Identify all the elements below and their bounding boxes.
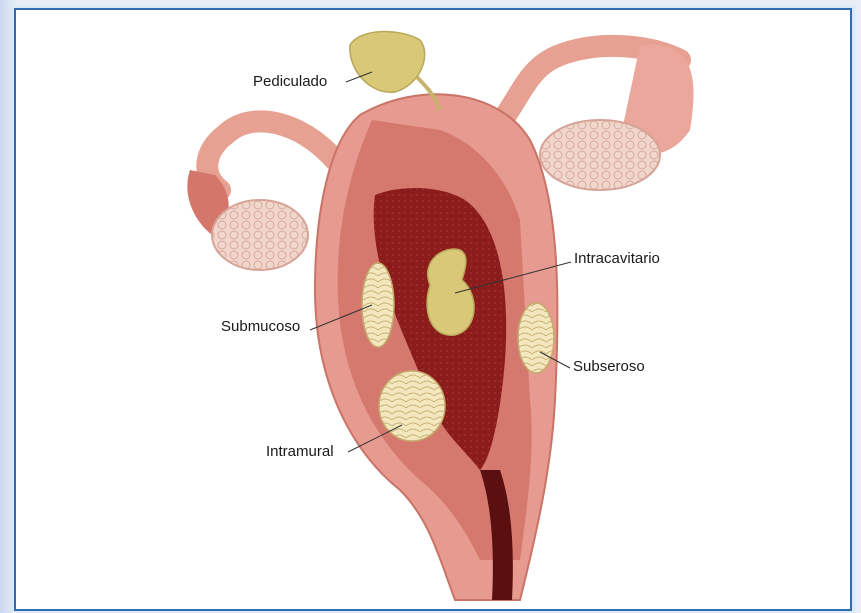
intramural-fibroid	[379, 371, 445, 441]
left-ovary	[212, 200, 308, 270]
label-submucoso: Submucoso	[221, 318, 300, 335]
right-ovary	[540, 120, 660, 190]
label-pediculado: Pediculado	[253, 73, 327, 90]
pedunculated-fibroid	[350, 32, 425, 93]
label-intramural: Intramural	[266, 443, 334, 460]
label-intracavitario: Intracavitario	[574, 250, 660, 267]
submucous-fibroid	[362, 263, 394, 347]
label-subseroso: Subseroso	[573, 358, 645, 375]
subserous-fibroid	[518, 303, 554, 373]
